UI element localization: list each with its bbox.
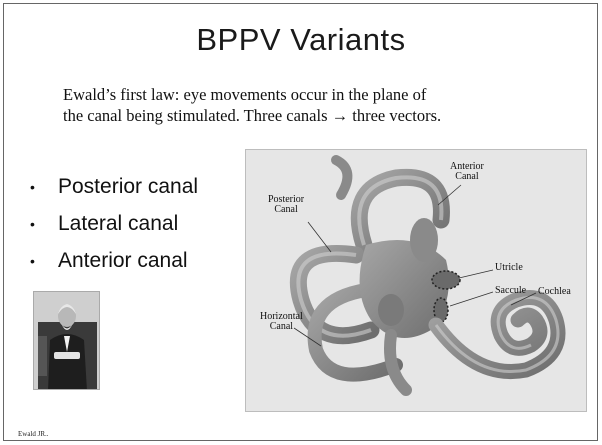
bullet-icon: • — [30, 243, 58, 280]
bullet-item: •Posterior canal — [30, 168, 198, 205]
bullet-item: •Lateral canal — [30, 205, 198, 242]
label-anterior-canal: Anterior Canal — [450, 162, 484, 182]
inner-ear-diagram: Anterior Canal Posterior Canal Utricle S… — [245, 149, 587, 412]
intro-text: Ewald’s first law: eye movements occur i… — [63, 84, 583, 126]
label-utricle: Utricle — [495, 263, 523, 273]
bullet-icon: • — [30, 206, 58, 243]
inner-ear-illustration — [246, 150, 587, 412]
bullet-icon: • — [30, 169, 58, 206]
image-caption: Ewald JR.. — [18, 430, 49, 438]
portrait-illustration — [34, 292, 100, 390]
bullet-text: Posterior canal — [58, 175, 198, 198]
intro-line-2: the canal being stimulated. Three canals… — [63, 105, 583, 126]
bullet-text: Anterior canal — [58, 249, 188, 272]
label-cochlea: Cochlea — [538, 287, 571, 297]
bullet-item: •Anterior canal — [30, 242, 198, 279]
label-saccule: Saccule — [495, 286, 526, 296]
label-horizontal-canal: Horizontal Canal — [260, 312, 303, 332]
label-posterior-canal: Posterior Canal — [268, 195, 304, 215]
bullet-text: Lateral canal — [58, 212, 178, 235]
bullet-list: •Posterior canal •Lateral canal •Anterio… — [30, 168, 198, 279]
portrait-photo — [33, 291, 100, 390]
intro-line-1: Ewald’s first law: eye movements occur i… — [63, 84, 583, 105]
slide-title: BPPV Variants — [0, 22, 602, 58]
